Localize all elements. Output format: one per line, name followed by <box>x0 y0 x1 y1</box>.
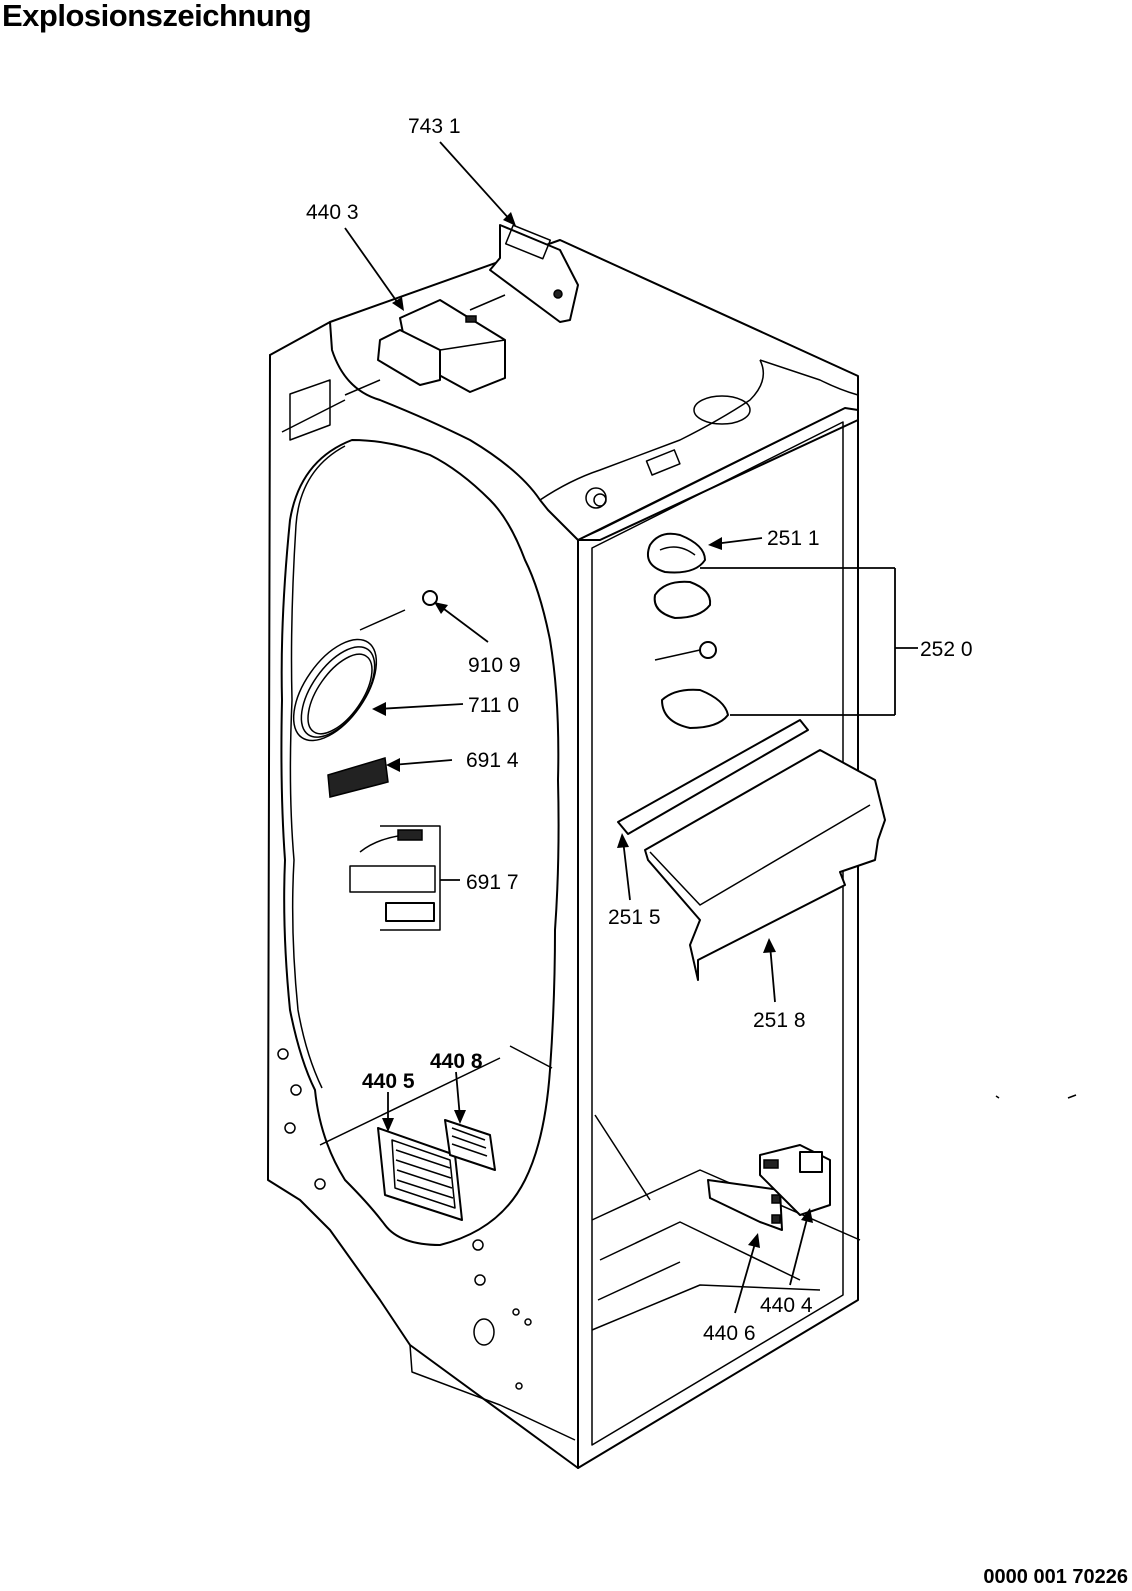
callout-251-8: 251 8 <box>753 1009 806 1032</box>
part-711-0-cable <box>292 609 406 742</box>
callout-691-7: 691 7 <box>466 871 519 894</box>
part-691-4-sensor <box>327 757 389 798</box>
part-252-0-lamp-assembly <box>653 580 729 729</box>
callout-251-5: 251 5 <box>608 906 661 929</box>
document-number: 0000 001 70226 <box>983 1566 1128 1588</box>
part-440-6-bracket <box>707 1179 783 1231</box>
cabinet-body <box>267 239 861 1469</box>
callout-440-3: 440 3 <box>306 201 359 224</box>
part-691-7-kit <box>349 825 441 931</box>
callout-743-1: 743 1 <box>408 115 461 138</box>
callout-labels: 743 1 440 3 251 1 252 0 910 9 711 0 691 … <box>306 115 973 1345</box>
callout-252-0: 252 0 <box>920 638 973 661</box>
part-440-3-fan-housing <box>344 299 506 396</box>
callout-251-1: 251 1 <box>767 527 820 550</box>
callout-711-0: 711 0 <box>468 694 519 717</box>
part-440-8-module <box>444 1119 496 1171</box>
part-440-4-bracket <box>759 1144 831 1216</box>
part-440-5-control-board <box>377 1127 463 1221</box>
leader-lines <box>319 141 1077 1314</box>
callout-440-8: 440 8 <box>430 1050 483 1073</box>
callout-910-9: 910 9 <box>468 654 521 677</box>
part-251-1-lamp-cover <box>646 532 706 574</box>
callout-440-5: 440 5 <box>362 1070 415 1093</box>
part-251-8-cover <box>644 749 886 981</box>
callout-440-6: 440 6 <box>703 1322 756 1345</box>
part-910-9-nut <box>422 590 438 606</box>
page-title: Explosionszeichnung <box>2 0 312 33</box>
callout-691-4: 691 4 <box>466 749 519 772</box>
part-251-5-strip <box>617 719 809 835</box>
callout-440-4: 440 4 <box>760 1294 813 1317</box>
part-743-1-bracket <box>469 224 579 323</box>
